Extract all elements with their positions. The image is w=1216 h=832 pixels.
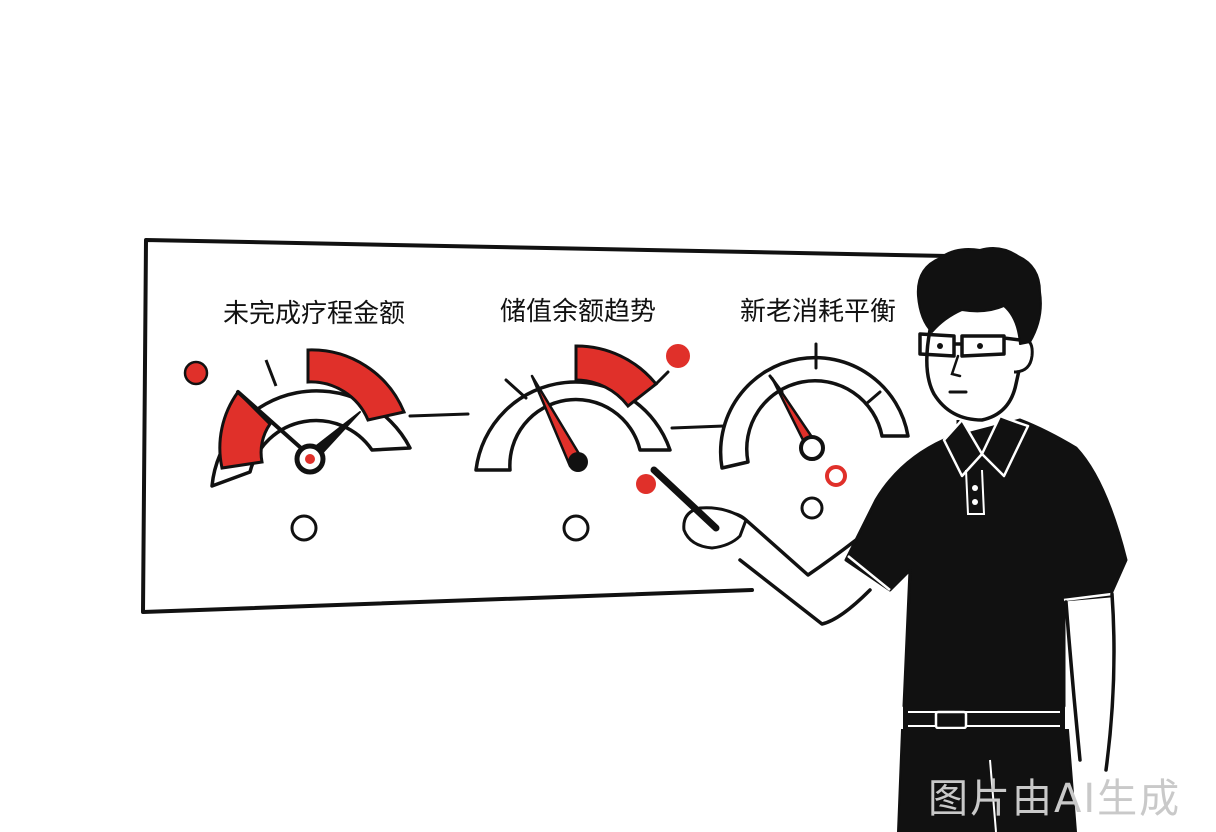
gauge-3-red-ring (825, 465, 847, 487)
gauge-1-hub-center (305, 454, 315, 464)
gauge-1-needle-left (236, 390, 312, 458)
right-arm (1064, 592, 1116, 772)
gauge-3-hub (799, 435, 825, 461)
gauge-title-new-old-balance: 新老消耗平衡 (740, 297, 896, 327)
sleeve-right-edge (1063, 592, 1113, 602)
nose (950, 354, 962, 378)
gauge-1-red-segment-top (306, 348, 407, 422)
gauge-2-red-dot (666, 344, 690, 368)
connector-line-2 (670, 424, 726, 430)
polo-button-1 (972, 485, 978, 491)
pointing-arm-lower (738, 558, 872, 626)
gauge-2-band (474, 380, 672, 472)
belt-buckle (934, 710, 968, 730)
pointer-pen (650, 466, 720, 532)
gauge-1-red-dot (183, 360, 209, 386)
gauge-2-red-dot-small (636, 474, 656, 494)
gauge-3-indicator-dot (800, 496, 824, 520)
hair (916, 247, 1042, 345)
ai-generated-watermark: 图片由AI生成 (928, 776, 1182, 822)
gauge-title-stored-value-trend: 储值余额趋势 (500, 297, 656, 327)
gauge-stored-value-trend (474, 344, 690, 542)
belt-highlight (908, 711, 1060, 727)
gauge-2-divider (504, 344, 670, 400)
glasses (918, 332, 1021, 358)
polo-shirt (844, 418, 1128, 708)
gauge-new-old-balance (718, 342, 910, 520)
gauge-2-hub (568, 452, 588, 472)
gauge-title-unfinished-treatment: 未完成疗程金额 (223, 299, 405, 329)
eye-left (937, 343, 943, 349)
presenter-person (650, 247, 1128, 832)
gauge-1-indicator-dot (290, 514, 318, 542)
sleeve-left-edge (847, 555, 891, 591)
polo-collar (942, 414, 1030, 478)
trousers (896, 729, 1078, 832)
gauge-2-indicator-dot (562, 514, 590, 542)
polo-placket (965, 469, 986, 515)
eye-right (977, 343, 983, 349)
gauge-unfinished-treatment (183, 348, 412, 542)
connector-line-1 (408, 412, 470, 418)
gauge-1-red-segment-left (218, 389, 272, 470)
gauge-1-divider (264, 350, 310, 387)
gauge-3-band (718, 355, 910, 470)
trousers-seam (989, 759, 997, 832)
polo-button-2 (972, 499, 978, 505)
